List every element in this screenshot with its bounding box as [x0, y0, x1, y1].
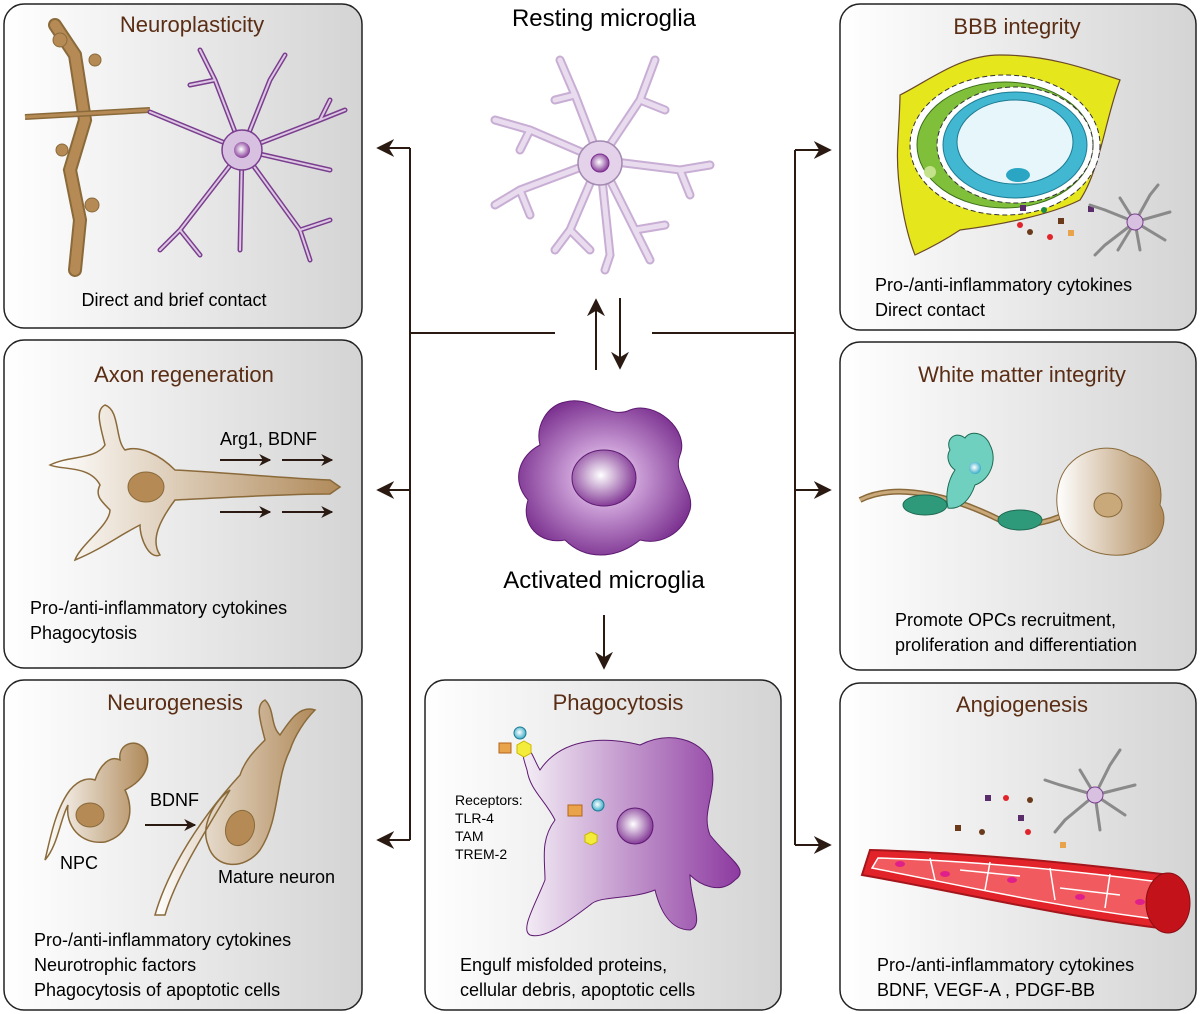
panel-neurogenesis: Neurogenesis BDNF NPC Mature neuron Pro-…	[3, 679, 363, 1011]
panel-title: BBB integrity	[953, 14, 1080, 39]
connector-arrows	[376, 139, 832, 854]
cytokine-dots	[1017, 205, 1094, 240]
activated-microglia-label: Activated microglia	[503, 567, 705, 594]
particle-icon	[516, 740, 532, 758]
panel-angiogenesis: Angiogenesis Pro-/anti-inflammato	[839, 682, 1197, 1011]
panel-axon-regeneration: Axon regeneration Arg1, BDNF Pro-/anti-i…	[3, 339, 363, 669]
cytokine-dots	[955, 795, 1066, 848]
panel-title: Axon regeneration	[94, 362, 274, 387]
mature-neuron-label: Mature neuron	[218, 867, 335, 887]
panel-bbb-integrity: BBB integrity Pro-/anti-inflammatory cyt	[839, 3, 1197, 331]
factor-label: Arg1, BDNF	[220, 429, 317, 449]
panel-title: Neuroplasticity	[120, 12, 264, 37]
panel-caption-line: Promote OPCs recruitment,	[895, 610, 1116, 630]
microglia-illustration	[147, 47, 348, 263]
particle-icon	[513, 726, 527, 740]
panel-caption-line: Direct and brief contact	[81, 290, 266, 310]
blood-vessel-illustration	[860, 848, 1191, 934]
resting-microglia-cell	[490, 55, 715, 275]
microglia-illustration	[1043, 748, 1137, 834]
microglia-illustration	[1088, 183, 1172, 257]
panel-caption-line: Pro-/anti-inflammatory cytokines	[877, 955, 1134, 975]
particle-icon	[584, 831, 598, 846]
axon-myelin-illustration	[858, 432, 1165, 556]
panel-caption-line: Pro-/anti-inflammatory cytokines	[30, 598, 287, 618]
resting-microglia: Resting microglia	[490, 5, 715, 275]
blood-vessel-illustration	[896, 54, 1121, 256]
panel-title: Angiogenesis	[956, 692, 1088, 717]
particle-icon	[498, 742, 512, 754]
mature-neuron-illustration	[154, 699, 317, 916]
receptor-label: Receptors:	[455, 792, 523, 808]
resting-microglia-label: Resting microglia	[512, 5, 697, 32]
panel-caption-line: cellular debris, apoptotic cells	[460, 980, 695, 1000]
panel-title: White matter integrity	[918, 362, 1126, 387]
dendrite-illustration	[24, 18, 151, 277]
panel-phagocytosis: Phagocytosis Receptors: TLR-4 TAM TREM-2…	[424, 679, 782, 1011]
panel-caption-line: proliferation and differentiation	[895, 635, 1137, 655]
panel-caption-line: Phagocytosis	[30, 623, 137, 643]
panel-caption-line: Engulf misfolded proteins,	[460, 955, 667, 975]
panel-caption-line: Neurotrophic factors	[34, 955, 196, 975]
panel-title: Neurogenesis	[107, 690, 243, 715]
receptor-label: TREM-2	[455, 846, 507, 862]
receptor-label: TLR-4	[455, 810, 494, 826]
neuron-illustration	[48, 404, 342, 562]
panel-caption-line: Phagocytosis of apoptotic cells	[34, 980, 280, 1000]
npc-illustration	[44, 742, 149, 861]
panel-caption-line: Direct contact	[875, 300, 985, 320]
panel-white-matter-integrity: White matter integrity Promote OPCs recr…	[839, 341, 1197, 671]
panel-neuroplasticity: Neuroplasticity Direct and brief contact	[3, 3, 363, 329]
panel-title: Phagocytosis	[553, 690, 684, 715]
receptor-label: TAM	[455, 828, 484, 844]
activated-microglia: Activated microglia	[503, 400, 705, 594]
panel-caption-line: Pro-/anti-inflammatory cytokines	[875, 275, 1132, 295]
particle-icon	[591, 798, 605, 812]
factor-label: BDNF	[150, 790, 199, 810]
npc-label: NPC	[60, 853, 98, 873]
panel-caption-line: BDNF, VEGF-A , PDGF-BB	[877, 980, 1095, 1000]
panel-caption-line: Pro-/anti-inflammatory cytokines	[34, 930, 291, 950]
particle-icon	[567, 804, 583, 817]
